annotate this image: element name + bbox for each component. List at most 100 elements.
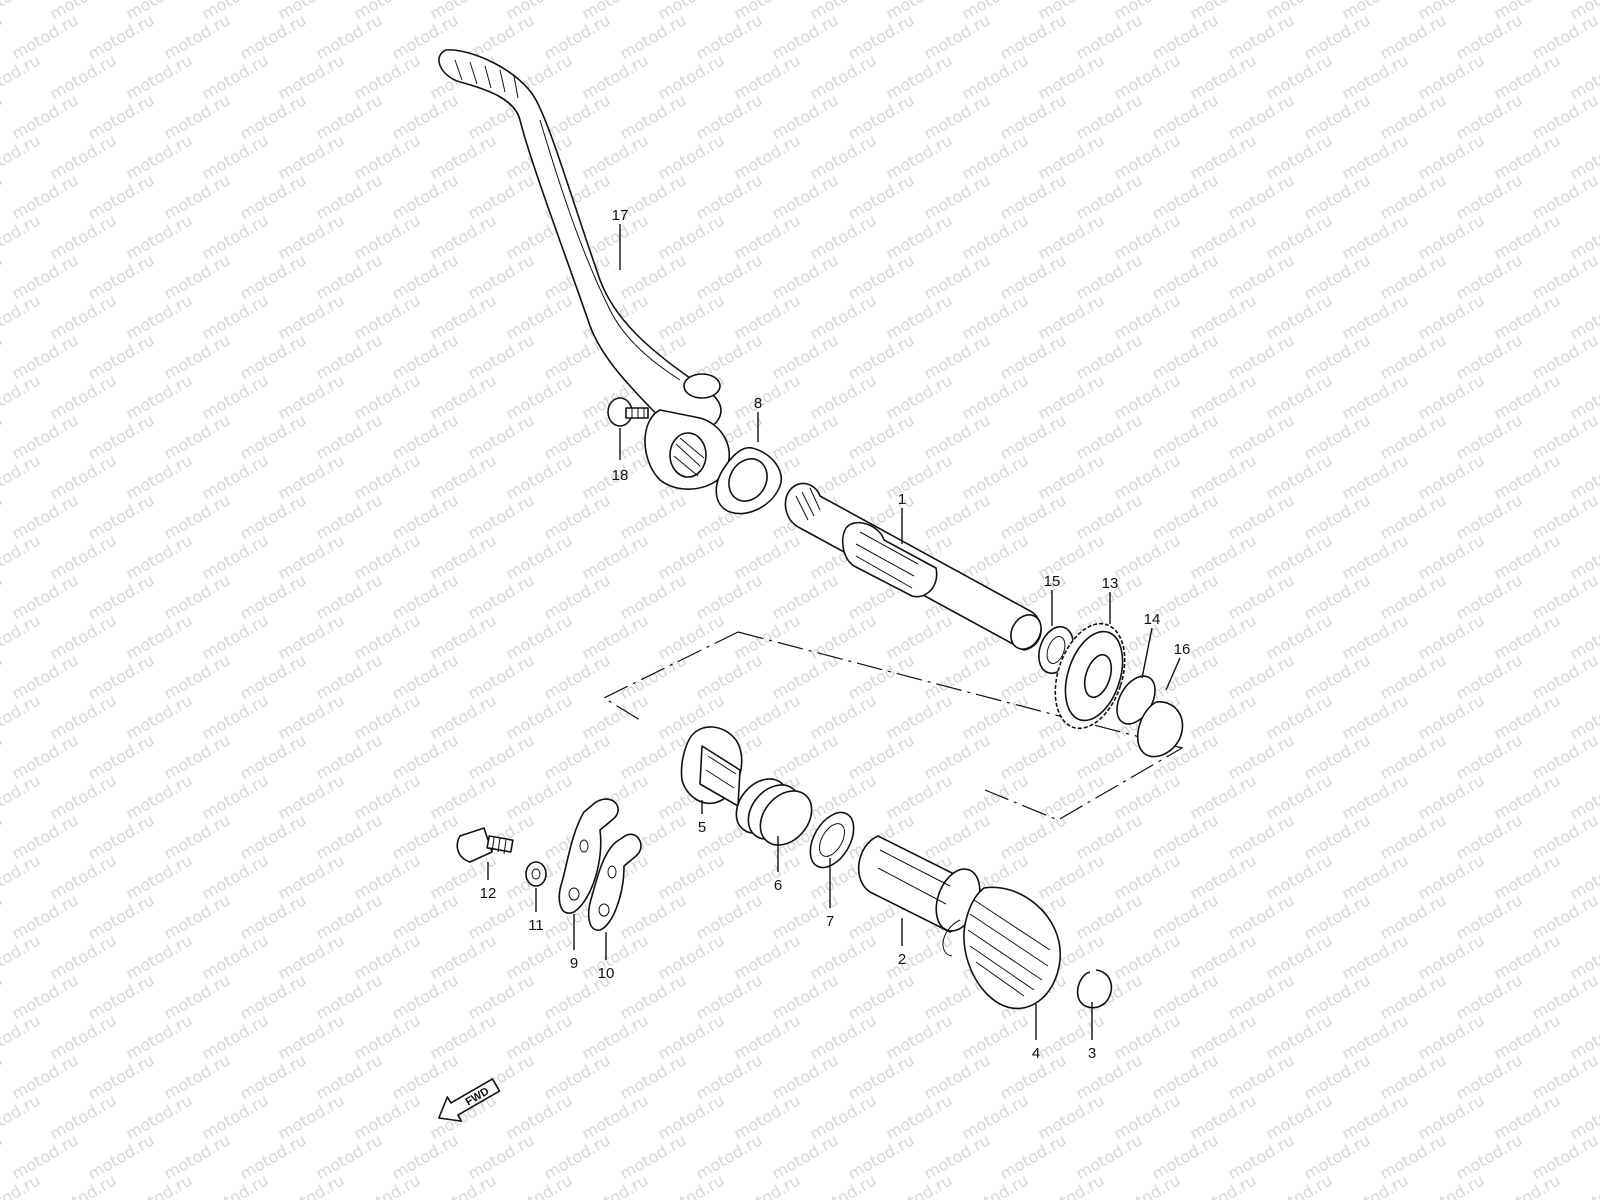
watermark-text: motod.ru xyxy=(9,810,82,863)
watermark-text: motod.ru xyxy=(389,970,462,1023)
watermark-text: motod.ru xyxy=(1529,10,1600,63)
watermark-text: motod.ru xyxy=(1491,610,1564,663)
watermark-text: motod.ru xyxy=(1073,410,1146,463)
watermark-text: motod.ru xyxy=(1187,290,1260,343)
watermark-text: motod.ru xyxy=(85,490,158,543)
watermark-text: motod.ru xyxy=(1187,690,1260,743)
watermark-text: motod.ru xyxy=(123,530,196,583)
watermark-text: motod.ru xyxy=(313,1130,386,1183)
watermark-text: motod.ru xyxy=(351,930,424,983)
watermark-text: motod.ru xyxy=(617,90,690,143)
watermark-text: motod.ru xyxy=(123,130,196,183)
watermark-text: motod.ru xyxy=(617,1130,690,1183)
watermark-text: motod.ru xyxy=(769,730,842,783)
watermark-text: motod.ru xyxy=(1263,690,1336,743)
fwd-arrow-icon: FWD xyxy=(438,1078,501,1122)
watermark-text: motod.ru xyxy=(883,130,956,183)
watermark-text: motod.ru xyxy=(503,610,576,663)
watermark-text: motod.ru xyxy=(0,330,6,383)
watermark-text: motod.ru xyxy=(47,370,120,423)
watermark-text: motod.ru xyxy=(731,210,804,263)
watermark-text: motod.ru xyxy=(1529,170,1600,223)
watermark-text: motod.ru xyxy=(693,1050,766,1103)
bolt-12 xyxy=(456,827,514,863)
watermark-text: motod.ru xyxy=(123,850,196,903)
watermark-text: motod.ru xyxy=(1301,730,1374,783)
watermark-text: motod.ru xyxy=(1453,1130,1526,1183)
watermark-text: motod.ru xyxy=(237,90,310,143)
watermark-text: motod.ru xyxy=(1453,330,1526,383)
watermark-text: motod.ru xyxy=(47,290,120,343)
watermark-text: motod.ru xyxy=(1339,290,1412,343)
watermark-text: motod.ru xyxy=(883,770,956,823)
watermark-text: motod.ru xyxy=(769,1050,842,1103)
watermark-text: motod.ru xyxy=(351,1170,424,1200)
watermark-text: motod.ru xyxy=(1339,130,1412,183)
watermark-text: motod.ru xyxy=(1225,810,1298,863)
watermark-text: motod.ru xyxy=(1187,530,1260,583)
watermark-text: motod.ru xyxy=(1491,290,1564,343)
watermark-text: motod.ru xyxy=(1491,50,1564,103)
watermark-text: motod.ru xyxy=(313,810,386,863)
watermark-text: motod.ru xyxy=(123,50,196,103)
watermark-text: motod.ru xyxy=(85,730,158,783)
watermark-text: motod.ru xyxy=(1035,1010,1108,1063)
watermark-text: motod.ru xyxy=(959,50,1032,103)
watermark-text: motod.ru xyxy=(351,370,424,423)
watermark-text: motod.ru xyxy=(313,970,386,1023)
watermark-text: motod.ru xyxy=(0,530,44,583)
watermark-text: motod.ru xyxy=(1415,690,1488,743)
watermark-text: motod.ru xyxy=(1339,450,1412,503)
watermark-text: motod.ru xyxy=(997,1130,1070,1183)
watermark-text: motod.ru xyxy=(655,210,728,263)
watermark-text: motod.ru xyxy=(199,850,272,903)
watermark-text: motod.ru xyxy=(1529,970,1600,1023)
watermark-text: motod.ru xyxy=(1339,1170,1412,1200)
watermark-text: motod.ru xyxy=(199,290,272,343)
watermark-text: motod.ru xyxy=(389,730,462,783)
watermark-text: motod.ru xyxy=(1529,1130,1600,1183)
return-spring-4 xyxy=(942,886,1061,1010)
watermark-text: motod.ru xyxy=(807,210,880,263)
watermark-text: motod.ru xyxy=(579,530,652,583)
watermark-text: motod.ru xyxy=(85,1130,158,1183)
watermark-text: motod.ru xyxy=(427,690,500,743)
watermark-text: motod.ru xyxy=(1339,530,1412,583)
watermark-text: motod.ru xyxy=(465,170,538,223)
watermark-text: motod.ru xyxy=(389,170,462,223)
watermark-text: motod.ru xyxy=(1149,650,1222,703)
watermark-text: motod.ru xyxy=(693,90,766,143)
watermark-text: motod.ru xyxy=(655,930,728,983)
watermark-text: motod.ru xyxy=(123,370,196,423)
watermark-text: motod.ru xyxy=(769,10,842,63)
watermark-text: motod.ru xyxy=(237,330,310,383)
watermark-text: motod.ru xyxy=(199,50,272,103)
watermark-text: motod.ru xyxy=(1529,890,1600,943)
watermark-text: motod.ru xyxy=(161,890,234,943)
watermark-text: motod.ru xyxy=(655,290,728,343)
watermark-text: motod.ru xyxy=(541,730,614,783)
watermark-text: motod.ru xyxy=(731,930,804,983)
kick-guide-5 xyxy=(680,726,743,807)
kick-lever xyxy=(438,49,731,490)
watermark-text: motod.ru xyxy=(9,170,82,223)
watermark-text: motod.ru xyxy=(1111,530,1184,583)
watermark-text: motod.ru xyxy=(47,850,120,903)
watermark-text: motod.ru xyxy=(313,410,386,463)
watermark-text: motod.ru xyxy=(465,650,538,703)
watermark-text: motod.ru xyxy=(1149,970,1222,1023)
watermark-text: motod.ru xyxy=(997,90,1070,143)
watermark-text: motod.ru xyxy=(237,250,310,303)
watermark-text: motod.ru xyxy=(617,730,690,783)
watermark-text: motod.ru xyxy=(123,1090,196,1143)
watermark-text: motod.ru xyxy=(1301,410,1374,463)
watermark-text: motod.ru xyxy=(85,410,158,463)
watermark-text: motod.ru xyxy=(731,50,804,103)
watermark-text: motod.ru xyxy=(199,530,272,583)
watermark-text: motod.ru xyxy=(1073,250,1146,303)
watermark-text: motod.ru xyxy=(503,930,576,983)
watermark-text: motod.ru xyxy=(1035,50,1108,103)
watermark-text: motod.ru xyxy=(1529,410,1600,463)
watermark-text: motod.ru xyxy=(731,130,804,183)
watermark-text: motod.ru xyxy=(807,50,880,103)
